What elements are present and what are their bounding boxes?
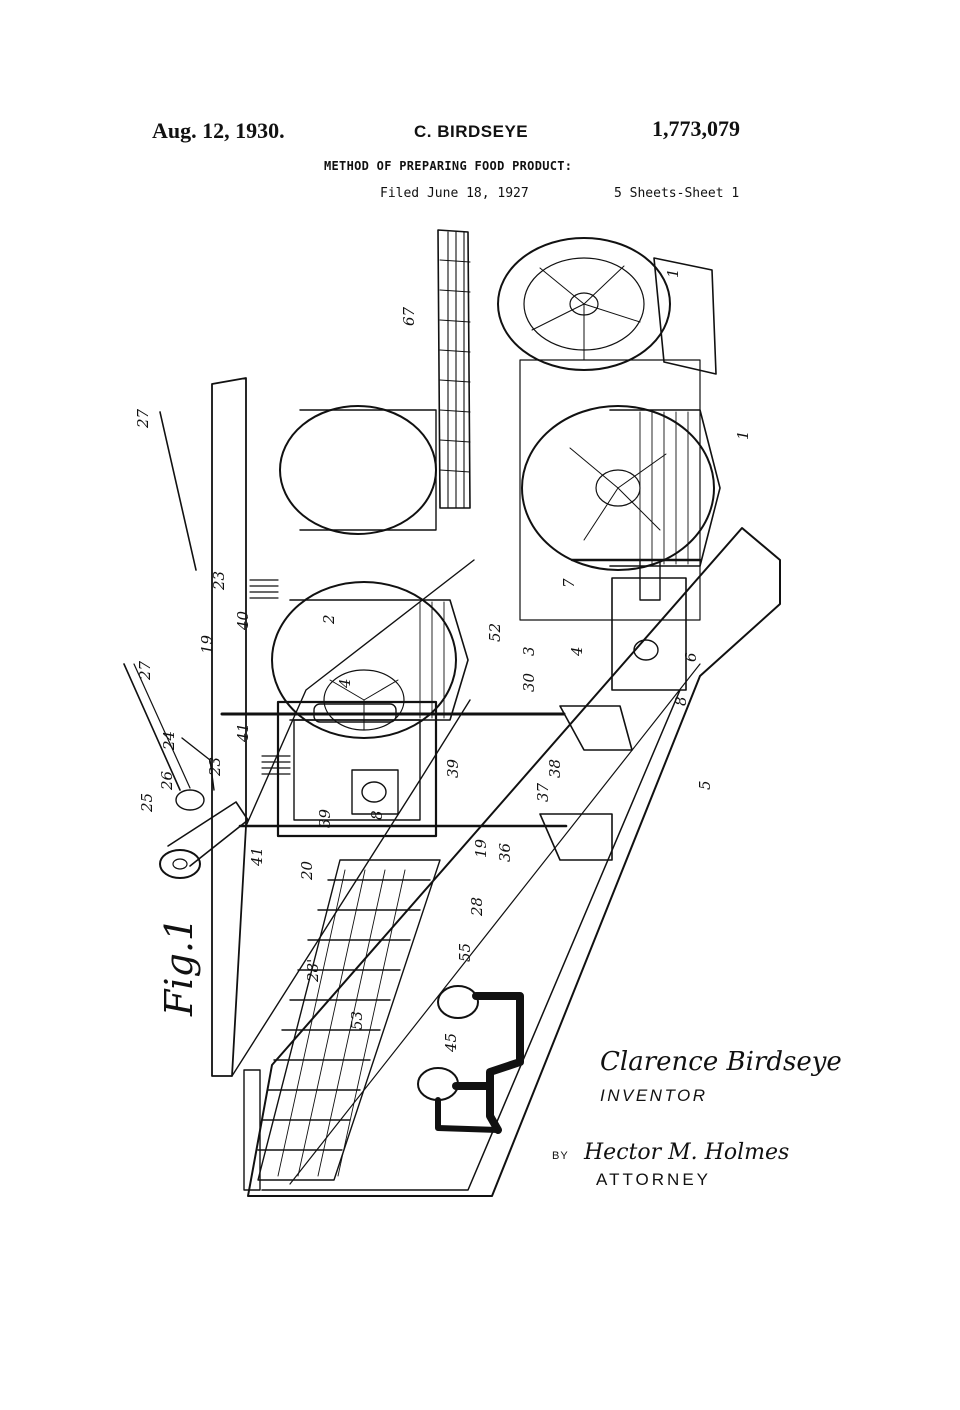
svg-text:20: 20 bbox=[298, 860, 316, 881]
patent-number: 1,773,079 bbox=[652, 116, 740, 141]
inventor-label: INVENTOR bbox=[600, 1086, 708, 1105]
slatted-conveyor bbox=[257, 859, 441, 1181]
inventor-signature: Clarence Birdseye bbox=[600, 1047, 842, 1077]
svg-text:39: 39 bbox=[316, 808, 334, 828]
svg-text:24: 24 bbox=[160, 731, 178, 751]
svg-text:25: 25 bbox=[138, 793, 156, 813]
svg-text:40: 40 bbox=[234, 610, 252, 631]
attorney-signature: Hector M. Holmes bbox=[584, 1140, 790, 1165]
perforated-wall bbox=[437, 229, 471, 509]
attorney-label: ATTORNEY bbox=[596, 1170, 711, 1189]
svg-text:45: 45 bbox=[442, 1033, 460, 1053]
svg-text:2: 2 bbox=[320, 614, 338, 625]
sheet-count: 5 Sheets-Sheet 1 bbox=[614, 186, 740, 201]
screw-spindles bbox=[249, 579, 291, 775]
leg-right bbox=[559, 705, 633, 751]
svg-text:27: 27 bbox=[136, 660, 154, 681]
upper-frame bbox=[211, 377, 247, 1077]
svg-text:23: 23 bbox=[206, 757, 224, 777]
svg-text:19: 19 bbox=[198, 634, 216, 654]
filed-date: Filed June 18, 1927 bbox=[380, 186, 529, 201]
front-drum-rear bbox=[279, 405, 437, 535]
rear-drum-middle bbox=[519, 359, 721, 621]
svg-text:67: 67 bbox=[400, 306, 418, 326]
pump-pipe bbox=[417, 985, 524, 1134]
svg-text:5: 5 bbox=[696, 780, 714, 790]
svg-text:8: 8 bbox=[368, 810, 386, 820]
inventor-name: C. BIRDSEYE bbox=[414, 122, 529, 141]
svg-text:41: 41 bbox=[248, 847, 266, 867]
svg-text:30: 30 bbox=[520, 672, 538, 692]
svg-text:38: 38 bbox=[546, 759, 564, 778]
rear-drum-top bbox=[497, 237, 717, 375]
svg-text:1: 1 bbox=[664, 268, 682, 278]
base-frame-outer bbox=[247, 527, 781, 1197]
svg-text:1: 1 bbox=[734, 430, 752, 440]
svg-text:26: 26 bbox=[158, 770, 176, 791]
svg-text:8: 8 bbox=[672, 696, 690, 706]
svg-text:3: 3 bbox=[520, 646, 538, 656]
base-rail bbox=[289, 663, 701, 1185]
svg-text:37: 37 bbox=[534, 782, 552, 802]
svg-text:39: 39 bbox=[444, 758, 462, 778]
svg-text:19: 19 bbox=[472, 838, 490, 858]
svg-text:7: 7 bbox=[560, 578, 578, 588]
svg-text:36: 36 bbox=[496, 842, 514, 862]
svg-text:55: 55 bbox=[456, 943, 474, 962]
svg-text:28': 28' bbox=[304, 959, 322, 983]
frame-end bbox=[243, 1069, 261, 1191]
by-label: BY bbox=[552, 1150, 569, 1162]
patent-date: Aug. 12, 1930. bbox=[152, 118, 285, 143]
patent-title: METHOD OF PREPARING FOOD PRODUCT: bbox=[324, 159, 573, 173]
base-frame-inner bbox=[261, 689, 681, 1191]
svg-text:28: 28 bbox=[468, 897, 486, 917]
right-bearing bbox=[570, 558, 702, 691]
svg-text:53: 53 bbox=[348, 1011, 366, 1030]
upper-rail-a bbox=[245, 559, 475, 827]
svg-text:27: 27 bbox=[134, 408, 152, 429]
leg-left bbox=[539, 813, 613, 861]
bearing-yoke bbox=[276, 700, 438, 838]
svg-text:6: 6 bbox=[682, 652, 700, 662]
svg-text:4: 4 bbox=[336, 678, 354, 689]
lever-arm bbox=[123, 411, 249, 879]
svg-text:41: 41 bbox=[234, 723, 252, 743]
reference-numerals: 1 1 2 3 4 4 5 6 7 8 8 19 19 20 23 23 24 … bbox=[134, 268, 752, 1053]
svg-text:52: 52 bbox=[486, 623, 504, 642]
svg-text:4: 4 bbox=[568, 646, 586, 657]
svg-text:23: 23 bbox=[210, 571, 228, 591]
figure-label: Fig.1 bbox=[157, 917, 201, 1017]
